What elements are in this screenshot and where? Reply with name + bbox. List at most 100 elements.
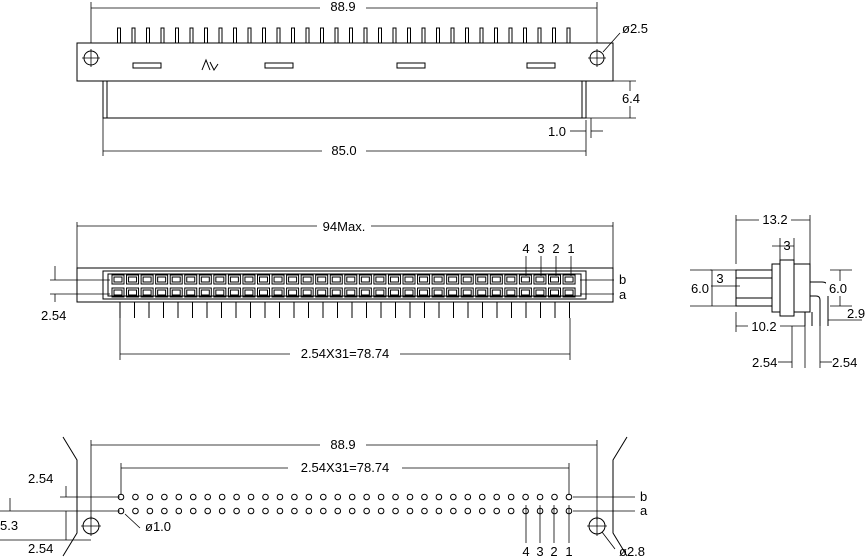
contact-a (387, 287, 401, 298)
contact-a-inner (229, 289, 239, 296)
hole-b (189, 493, 197, 501)
contact-a-inner (564, 289, 574, 296)
footprint-dim-5-3: 5.3 (0, 518, 18, 533)
top-pin (131, 27, 136, 45)
contact-b (126, 274, 140, 285)
hole-b (291, 493, 298, 501)
contact-b-inner (389, 276, 399, 283)
contact-b-inner (506, 276, 516, 283)
contact-b-inner (535, 276, 545, 283)
contact-a-inner (448, 289, 458, 296)
contact-a (446, 287, 460, 298)
contact-b-inner (288, 276, 298, 283)
contact-a-inner (419, 289, 429, 296)
contact-a (460, 287, 474, 298)
top-pin (523, 27, 527, 45)
side-dim-2-9: 2.9 (847, 306, 865, 321)
contact-b-inner (317, 276, 327, 283)
top-pin (494, 27, 498, 45)
contact-a-inner (433, 289, 443, 296)
contact-a-inner (273, 289, 283, 296)
contact-a (373, 287, 387, 298)
contact-b-inner (273, 276, 283, 283)
contact-a-inner (317, 289, 327, 296)
contact-a-inner (477, 289, 487, 296)
hole-b (320, 493, 327, 501)
footprint-dim-2-54-bottom: 2.54 (28, 541, 53, 556)
hole-b (435, 493, 443, 501)
contact-b (387, 274, 401, 285)
hole-a (392, 507, 399, 515)
hole-b (363, 493, 370, 501)
hole-a (146, 507, 154, 515)
contact-a (562, 287, 576, 298)
top-pin (421, 27, 426, 45)
hole-a (435, 507, 443, 515)
contact-b (242, 274, 256, 285)
side-dim-6-right: 6.0 (829, 281, 847, 296)
contact-b (402, 274, 416, 285)
hole-a (450, 507, 457, 515)
hole-a (175, 507, 183, 515)
contact-a-inner (186, 289, 196, 296)
contact-a-inner (506, 289, 516, 296)
contact-b-inner (331, 276, 341, 283)
footprint-dim-hole-small: ø1.0 (145, 519, 171, 534)
top-dim-overall: 88.9 (330, 0, 355, 14)
hole-a (363, 507, 370, 515)
contact-b (111, 274, 125, 285)
contact-a (402, 287, 416, 298)
top-pin (450, 27, 455, 45)
footprint-dim-hole-large: ø2.8 (619, 544, 645, 558)
top-pin (334, 27, 339, 45)
top-dim-hole: ø2.5 (622, 21, 648, 36)
contact-a-inner (535, 289, 545, 296)
contact-b (344, 274, 358, 285)
top-pin (175, 27, 179, 45)
contact-b-inner (360, 276, 370, 283)
contact-b (504, 274, 518, 285)
contact-b-inner (346, 276, 356, 283)
contact-a-inner (128, 289, 138, 296)
contact-a-inner (346, 289, 356, 296)
hole-b (233, 493, 240, 501)
contact-a-inner (259, 289, 268, 296)
top-pin (146, 27, 150, 45)
contact-a (518, 287, 532, 298)
top-pin (291, 27, 295, 45)
hole-a (334, 507, 342, 515)
contact-b-inner (477, 276, 487, 283)
contact-b (169, 274, 183, 285)
contact-b-inner (375, 276, 385, 283)
top-pin (363, 27, 368, 45)
footprint-row-a: a (640, 503, 648, 518)
side-dim-width: 13.2 (762, 212, 787, 227)
contact-b (431, 274, 445, 285)
contact-a-inner (491, 289, 501, 296)
contact-b-inner (520, 276, 530, 283)
front-legs (119, 302, 570, 318)
contact-a-inner (142, 289, 152, 296)
hole-a (132, 507, 139, 515)
contact-a-inner (331, 289, 341, 296)
contact-b (286, 274, 300, 285)
footprint-view: 88.9 2.54X31=78.74 2.54 5.3 2.54 ø1.0 ø2… (0, 436, 648, 558)
top-pin (537, 27, 542, 45)
hole-b (276, 493, 284, 501)
hole-b (132, 493, 139, 501)
contact-b (446, 274, 460, 285)
top-pin (392, 27, 397, 45)
contact-b-inner (200, 276, 210, 283)
hole-b (551, 493, 558, 501)
hole-b (218, 493, 226, 501)
contact-b (373, 274, 387, 285)
hole-a (276, 507, 284, 515)
contact-b (518, 274, 532, 285)
contact-a (358, 287, 372, 298)
top-pin (262, 27, 266, 45)
contact-a-inner (157, 289, 167, 296)
hole-a (493, 507, 501, 515)
side-dim-3-left: 3 (716, 271, 723, 286)
contact-a (169, 287, 183, 298)
